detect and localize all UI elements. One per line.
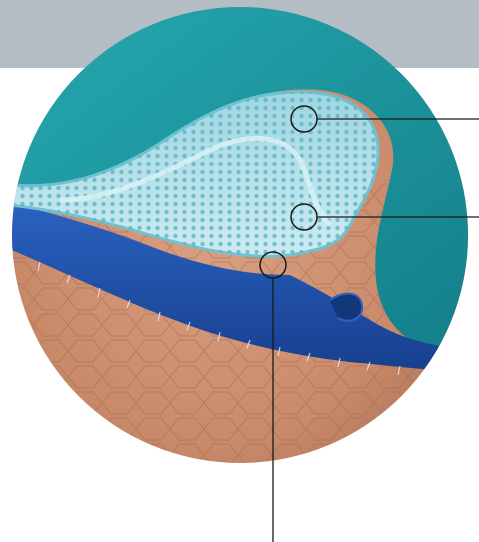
dressing-cross-section-illustration [0,0,479,542]
illustration-circle [0,0,479,542]
